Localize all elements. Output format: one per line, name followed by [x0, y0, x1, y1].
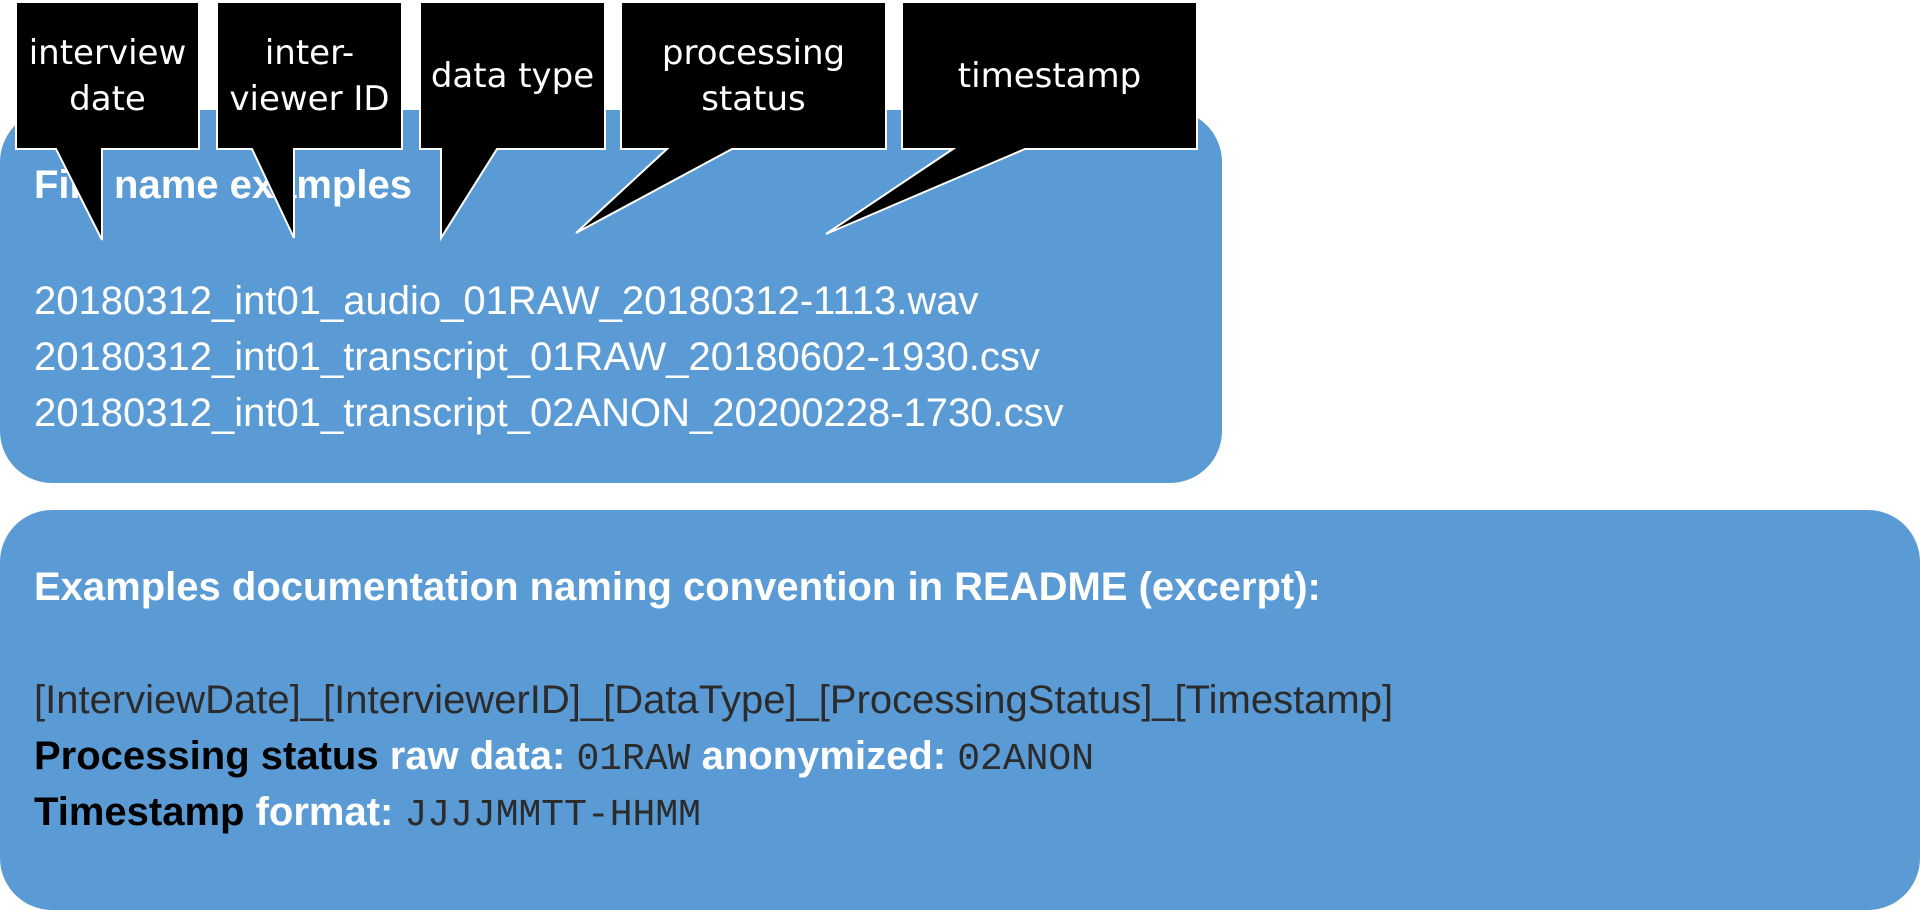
- callout-label: processing status: [661, 32, 846, 119]
- readme-excerpt: [InterviewDate]_[InterviewerID]_[DataTyp…: [34, 672, 1393, 840]
- timestamp-label: Timestamp: [34, 790, 245, 834]
- readme-convention-panel: [0, 510, 1920, 910]
- file-name-item: 20180312_int01_audio_01RAW_20180312-1113…: [34, 279, 979, 323]
- timestamp-format-label: format:: [255, 790, 394, 834]
- file-name-item: 20180312_int01_transcript_02ANON_2020022…: [34, 391, 1064, 435]
- anonymized-label: anonymized:: [701, 734, 947, 778]
- file-name-examples-panel: [0, 110, 1222, 483]
- callout-label: timestamp: [957, 55, 1142, 96]
- callout-shape-processing-status: [575, 1, 887, 234]
- raw-data-label: raw data:: [389, 734, 566, 778]
- callout-shape-timestamp: [825, 1, 1198, 235]
- callout-timestamp: timestamp: [902, 2, 1197, 149]
- timestamp-format-value: JJJJMMTT-HHMM: [404, 794, 701, 837]
- callout-label: interview date: [28, 32, 187, 119]
- file-name-item: 20180312_int01_transcript_01RAW_20180602…: [34, 335, 1040, 379]
- callout-label: inter- viewer ID: [229, 32, 390, 119]
- callout-data-type: data type: [420, 2, 605, 149]
- callout-processing-status: processing status: [621, 2, 886, 149]
- callout-shape-interview-date: [15, 1, 200, 241]
- callout-shape-data-type: [419, 1, 606, 242]
- processing-status-label: Processing status: [34, 734, 379, 778]
- callout-shape-interviewer-id: [216, 1, 403, 239]
- callouts-layer: [15, 1, 1198, 242]
- processing-status-line: Processing status raw data: 01RAW anonym…: [34, 728, 1393, 784]
- callout-interviewer-id: inter- viewer ID: [217, 2, 402, 149]
- naming-pattern: [InterviewDate]_[InterviewerID]_[DataTyp…: [34, 678, 1394, 722]
- callout-label: data type: [430, 55, 595, 96]
- file-name-list: 20180312_int01_audio_01RAW_20180312-1113…: [34, 273, 1064, 441]
- timestamp-line: Timestamp format: JJJJMMTT-HHMM: [34, 784, 1393, 840]
- anonymized-value: 02ANON: [957, 738, 1095, 781]
- callout-interview-date: interview date: [16, 2, 199, 149]
- raw-data-value: 01RAW: [576, 738, 691, 781]
- readme-convention-heading: Examples documentation naming convention…: [34, 565, 1321, 609]
